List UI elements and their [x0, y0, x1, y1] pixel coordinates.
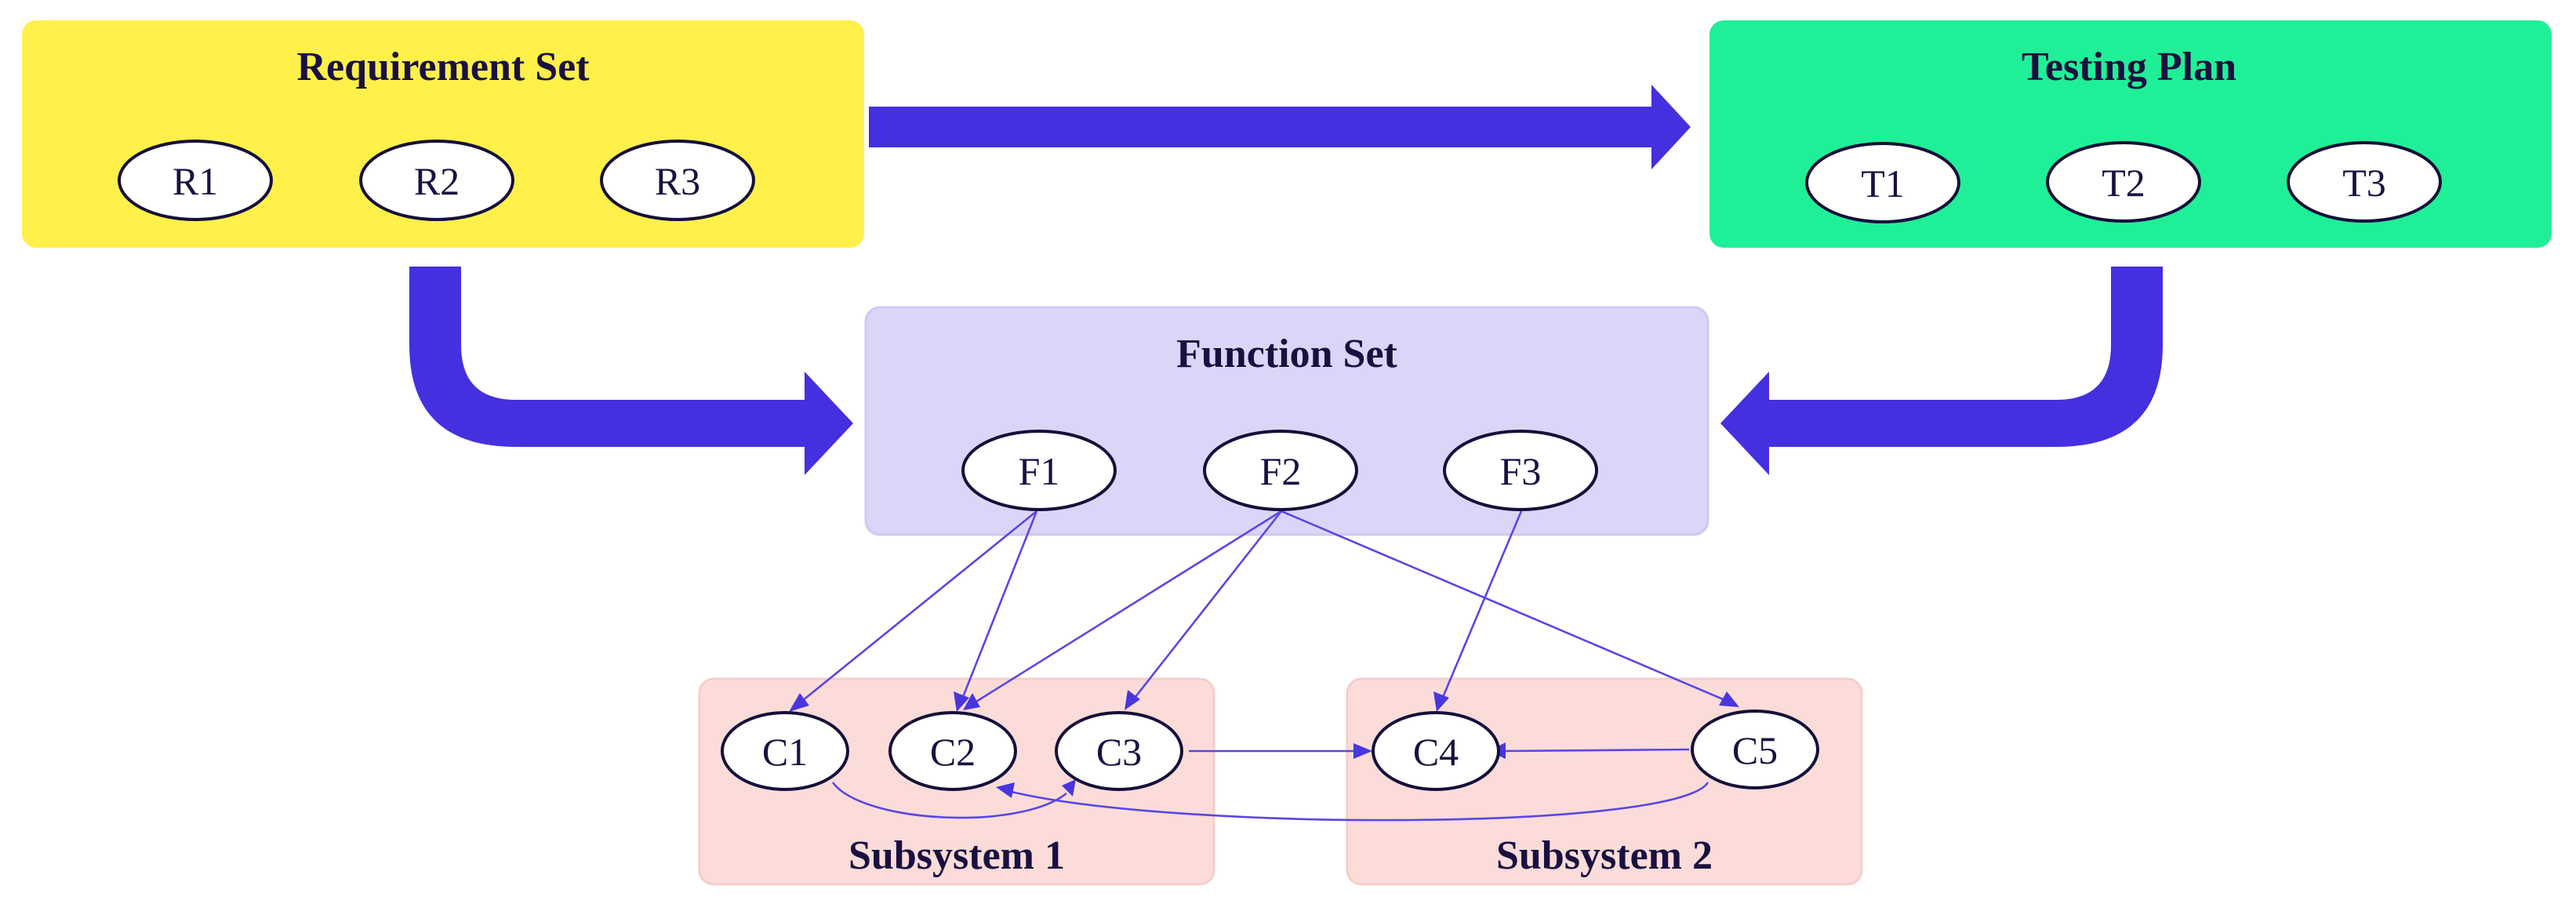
- edge-f1-c1: [798, 510, 1037, 706]
- node-c3-label: C3: [1096, 730, 1142, 774]
- arrow-testing-to-functions: [1720, 267, 2163, 475]
- edges-layer: [789, 510, 1739, 822]
- node-c1-label: C1: [762, 730, 808, 774]
- edge-head-f2-c2: [963, 693, 980, 710]
- node-f3[interactable]: F3: [1443, 430, 1598, 511]
- node-c5-label: C5: [1732, 728, 1778, 772]
- edge-head-f2-c3: [1125, 690, 1140, 710]
- edge-head-c3-c4: [1353, 743, 1372, 759]
- node-r2-label: R2: [414, 159, 460, 203]
- edge-head-f1-c1: [789, 693, 809, 712]
- node-c2[interactable]: C2: [888, 711, 1017, 791]
- node-c3-shape: [1055, 711, 1183, 791]
- node-c3[interactable]: C3: [1055, 711, 1183, 791]
- edge-head-f2-c5: [1719, 691, 1739, 707]
- node-f2[interactable]: F2: [1203, 430, 1358, 511]
- node-f1-label: F1: [1019, 449, 1060, 493]
- node-f1[interactable]: F1: [961, 430, 1117, 511]
- node-f1-shape: [961, 430, 1117, 511]
- node-f2-label: F2: [1260, 449, 1302, 493]
- edge-c5-c2: [1011, 782, 1709, 822]
- node-t1[interactable]: T1: [1805, 142, 1960, 223]
- edge-f2-c5: [1281, 510, 1728, 702]
- node-r1[interactable]: R1: [118, 140, 273, 221]
- cluster-title-subsystem-2: Subsystem 2: [1496, 833, 1713, 878]
- edge-f2-c2: [972, 510, 1282, 706]
- node-r3[interactable]: R3: [600, 140, 755, 221]
- node-r1-shape: [118, 140, 273, 221]
- cluster-title-testing-plan: Testing Plan: [2022, 45, 2236, 89]
- arrow-requirements-to-functions: [409, 267, 853, 475]
- node-t2[interactable]: T2: [2046, 141, 2201, 223]
- node-t3[interactable]: T3: [2287, 141, 2442, 223]
- node-c4[interactable]: C4: [1372, 711, 1500, 791]
- edge-c5-c4: [1502, 748, 1690, 753]
- node-c4-shape: [1372, 711, 1500, 791]
- node-f3-label: F3: [1500, 449, 1542, 493]
- node-c1-shape: [721, 711, 849, 791]
- cluster-arrows: [409, 85, 2163, 475]
- edge-f1-c2: [960, 510, 1038, 702]
- edge-f3-c4: [1440, 510, 1523, 702]
- node-c2-shape: [888, 711, 1017, 791]
- edge-head-c1-c3: [1062, 779, 1076, 797]
- node-c5-shape: [1691, 709, 1819, 789]
- cluster-title-requirement-set: Requirement Set: [296, 45, 590, 89]
- arrow-requirements-to-testing: [869, 85, 1691, 169]
- node-f2-shape: [1203, 430, 1358, 511]
- edge-head-c5-c2: [996, 782, 1015, 798]
- node-c2-label: C2: [930, 730, 976, 774]
- node-t3-label: T3: [2342, 161, 2386, 205]
- cluster-title-subsystem-1: Subsystem 1: [848, 833, 1065, 878]
- edge-head-f1-c2: [954, 691, 969, 712]
- node-r1-label: R1: [173, 159, 218, 203]
- node-t1-label: T1: [1861, 161, 1905, 205]
- node-t1-shape: [1805, 142, 1960, 223]
- node-r3-shape: [600, 140, 755, 221]
- node-c5[interactable]: C5: [1691, 709, 1819, 789]
- node-t3-shape: [2287, 141, 2442, 223]
- node-t2-shape: [2046, 141, 2201, 223]
- node-r2[interactable]: R2: [359, 140, 514, 221]
- node-c4-label: C4: [1413, 730, 1459, 774]
- node-r2-shape: [359, 140, 514, 221]
- node-f3-shape: [1443, 430, 1598, 511]
- edge-c1-c3: [831, 782, 1067, 819]
- node-c1[interactable]: C1: [721, 711, 849, 791]
- node-r3-label: R3: [655, 159, 700, 203]
- edge-head-f3-c4: [1433, 691, 1449, 712]
- node-t2-label: T2: [2102, 161, 2145, 205]
- edge-f2-c3: [1131, 510, 1283, 702]
- cluster-title-function-set: Function Set: [1176, 332, 1397, 376]
